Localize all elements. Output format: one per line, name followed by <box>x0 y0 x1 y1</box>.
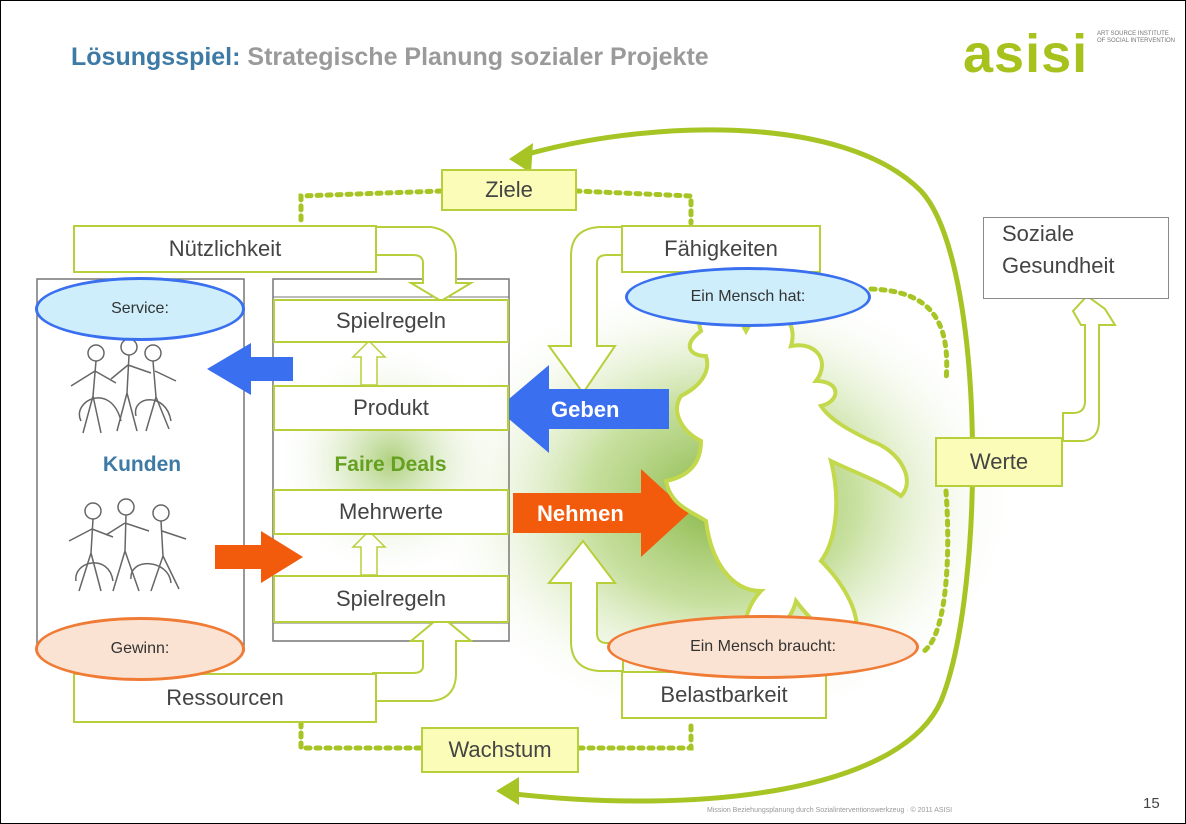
stack-spielregeln-bottom: Spielregeln <box>273 575 509 623</box>
loop-arrowhead-top <box>509 143 533 173</box>
title-part-1: Lösungsspiel: <box>71 43 241 71</box>
stack-mehrwerte: Mehrwerte <box>273 489 509 535</box>
people-bottom-figure <box>68 498 187 592</box>
faire-deals-label: Faire Deals <box>334 453 447 476</box>
oval-service: Service: <box>35 277 245 341</box>
kunden-label: Kunden <box>102 453 182 476</box>
asisi-logo: asisi <box>963 24 1089 84</box>
soziale-gesundheit-line-1: Soziale <box>1002 221 1075 246</box>
werte-arrow <box>1062 294 1117 442</box>
box-ziele: Ziele <box>441 169 577 211</box>
loop-arrowhead-bottom <box>496 777 519 805</box>
page-number: 15 <box>1143 795 1160 812</box>
soziale-gesundheit-line-2: Gesundheit <box>1002 253 1115 278</box>
creature-figure <box>663 308 909 644</box>
oval-gewinn: Gewinn: <box>35 617 245 681</box>
box-wachstum: Wachstum <box>421 727 579 773</box>
stack-up-arrow-1 <box>351 339 387 386</box>
oval-mensch-braucht: Ein Mensch braucht: <box>607 615 919 679</box>
box-belastbarkeit: Belastbarkeit <box>621 671 827 719</box>
ressourcen-arrow <box>372 614 474 702</box>
belastbarkeit-arrow <box>546 539 624 672</box>
oval-mensch-hat: Ein Mensch hat: <box>625 267 871 327</box>
stack-up-arrow-2 <box>351 529 387 576</box>
stack-container <box>272 278 510 642</box>
nehmen-arrow <box>513 469 689 557</box>
dotted-connectors <box>298 188 951 751</box>
page-title: Lösungsspiel: Strategische Planung sozia… <box>71 43 709 72</box>
nehmen-label: Nehmen <box>537 501 624 526</box>
title-part-2: Strategische Planung sozialer Projekte <box>247 43 709 71</box>
box-nuetzlichkeit: Nützlichkeit <box>73 225 377 273</box>
box-ressourcen: Ressourcen <box>73 673 377 723</box>
kunden-container <box>36 278 245 652</box>
stack-produkt: Produkt <box>273 385 509 431</box>
geben-arrow <box>497 365 669 453</box>
box-werte: Werte <box>935 437 1063 487</box>
blue-arrow-service <box>207 343 293 395</box>
box-soziale-gesundheit: Soziale Gesundheit <box>983 217 1169 299</box>
box-faehigkeiten: Fähigkeiten <box>621 225 821 273</box>
faehigkeiten-arrow <box>547 226 624 395</box>
orange-arrow-stack <box>215 531 303 583</box>
asisi-logo-subtext: ART SOURCE INSTITUTE OF SOCIAL INTERVENT… <box>1097 31 1176 44</box>
footer-text: Mission Beziehungsplanung durch Sozialin… <box>707 807 953 814</box>
glow-stack <box>273 341 509 581</box>
stack-spielregeln-top: Spielregeln <box>273 299 509 343</box>
geben-label: Geben <box>551 397 620 422</box>
nuetzlichkeit-arrow <box>372 226 475 303</box>
people-top-figure <box>70 338 177 434</box>
